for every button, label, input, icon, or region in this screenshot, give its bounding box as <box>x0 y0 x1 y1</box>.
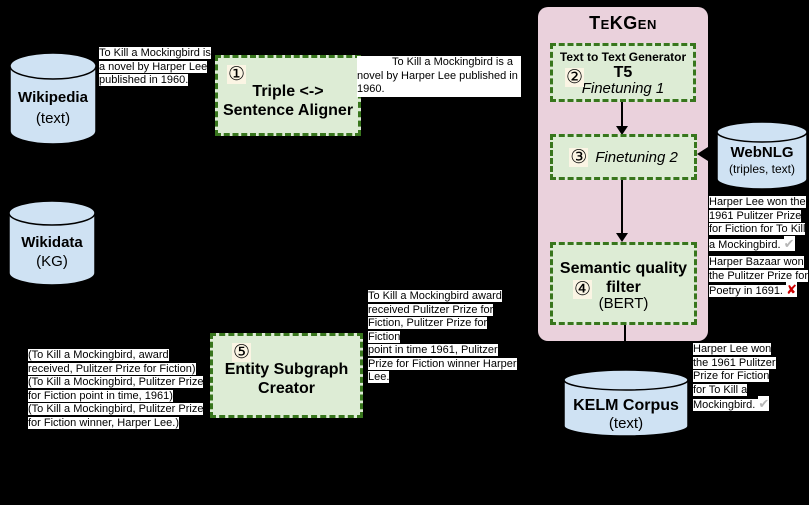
cylinder-icon <box>563 369 689 437</box>
arrowhead-finetuning2-to-filter <box>616 233 628 242</box>
semantic-quality-filter-label: Semantic quality filter <box>559 260 688 296</box>
webnlg-database: WebNLG (triples, text) <box>716 121 808 190</box>
entity-subgraph-creator-box: ⑤ Entity Subgraph Creator <box>210 333 363 418</box>
step-5-badge: ⑤ <box>232 342 252 363</box>
tekgen-title: TeKGen <box>589 13 657 33</box>
step-2-badge: ② <box>565 67 585 88</box>
webnlg-sublabel: (triples, text) <box>728 162 795 176</box>
cylinder-icon <box>716 121 808 190</box>
step-4-badge: ④ <box>573 279 593 300</box>
cross-icon: ✘ <box>786 282 797 297</box>
t5-finetuning1-label: Finetuning 1 <box>581 80 665 97</box>
wikipedia-sublabel: (text) <box>35 110 71 127</box>
finetuning2-label: Finetuning 2 <box>595 148 678 166</box>
kelm-corpus-database: KELM Corpus (text) <box>563 369 689 437</box>
triple-sentence-aligner-label: Triple <-> Sentence Aligner <box>222 83 354 119</box>
kelm-corpus-sublabel: (text) <box>608 415 644 432</box>
semantic-quality-filter-box: ④ Semantic quality filter (BERT) <box>550 242 697 325</box>
arrow-t5-to-finetuning2 <box>621 102 623 128</box>
check-icon: ✔ <box>783 235 795 251</box>
cylinder-icon <box>8 200 96 286</box>
wikipedia-label: Wikipedia <box>18 89 88 106</box>
triple-sentence-aligner-box: ① Triple <-> Sentence Aligner <box>215 55 361 136</box>
t5-finetuning1-box: ② Text to Text Generator T5 Finetuning 1 <box>550 43 696 102</box>
arrow-filter-to-kelm <box>624 325 626 342</box>
t5-model-label: T5 <box>613 64 633 81</box>
entity-subgraph-creator-label: Entity Subgraph Creator <box>224 361 349 397</box>
cylinder-icon <box>9 52 97 145</box>
arrowhead-webnlg-to-finetuning2 <box>697 147 708 161</box>
note-generated-accepted: Harper Lee won the 1961 Pulitzer Prize f… <box>709 196 806 251</box>
arrowhead-t5-to-finetuning2 <box>616 126 628 135</box>
step-3-badge: ③ <box>569 146 589 168</box>
note-aligned-sentence: To Kill a Mockingbird is a novel by Harp… <box>357 56 521 97</box>
note-generated-rejected: Harper Bazaar won the Pulitzer Prize for… <box>709 256 809 297</box>
t5-header-label: Text to Text Generator <box>559 50 687 64</box>
note-wikipedia-sentence: To Kill a Mockingbird is a novel by Harp… <box>99 47 211 86</box>
wikidata-database: Wikidata (KG) <box>8 200 96 286</box>
wikidata-label: Wikidata <box>21 234 83 251</box>
wikipedia-database: Wikipedia (text) <box>9 52 97 145</box>
kelm-corpus-label: KELM Corpus <box>573 397 679 414</box>
bert-label: (BERT) <box>598 295 649 312</box>
note-kg-triples: (To Kill a Mockingbird, award received, … <box>28 349 204 429</box>
note-kelm-output: Harper Lee won the 1961 Pulitzer Prize f… <box>693 343 776 411</box>
step-1-badge: ① <box>227 64 247 85</box>
arrow-finetuning2-to-filter <box>621 180 623 234</box>
note-subgraph-text: To Kill a Mockingbird award received Pul… <box>368 290 517 383</box>
webnlg-label: WebNLG <box>730 144 794 161</box>
wikidata-sublabel: (KG) <box>36 253 68 270</box>
check-icon: ✔ <box>758 396 770 411</box>
finetuning2-box: ③ Finetuning 2 <box>550 134 697 180</box>
